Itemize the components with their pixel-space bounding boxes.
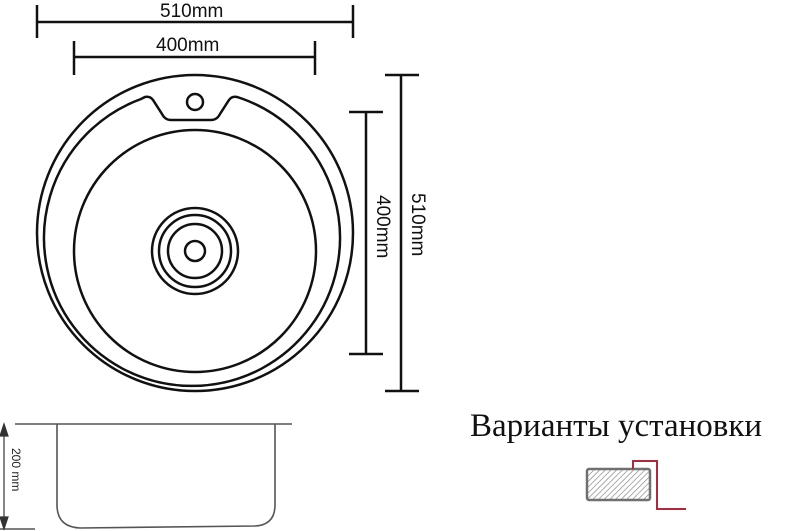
drain-hole [183, 239, 207, 263]
dimension-top-outer [35, 5, 355, 38]
dimension-side-outer [385, 73, 419, 393]
dimension-side-inner [349, 110, 383, 356]
sink-outer-rim [35, 73, 355, 393]
faucet-hole [185, 92, 205, 112]
drain-ring-middle [157, 213, 233, 289]
sink-deck-with-faucet-notch [42, 95, 342, 388]
dimension-label-top-inner: 400mm [156, 35, 220, 56]
drain-ring-outer [150, 206, 240, 296]
dimension-top-inner [72, 41, 317, 75]
sink-bowl [72, 128, 318, 374]
depth-dimension [0, 422, 35, 531]
dimension-label-side-outer: 510mm [407, 193, 428, 257]
undermount-install-icon [585, 460, 686, 510]
sink-top-view [35, 73, 355, 393]
sink-side-profile [15, 423, 292, 529]
install-options-title: Варианты установки [470, 408, 763, 444]
dimension-label-side-inner: 400mm [372, 195, 393, 259]
drain-ring-inner [166, 222, 224, 280]
dimension-label-top-outer: 510mm [160, 1, 224, 22]
depth-label: 200 mm [9, 448, 23, 492]
